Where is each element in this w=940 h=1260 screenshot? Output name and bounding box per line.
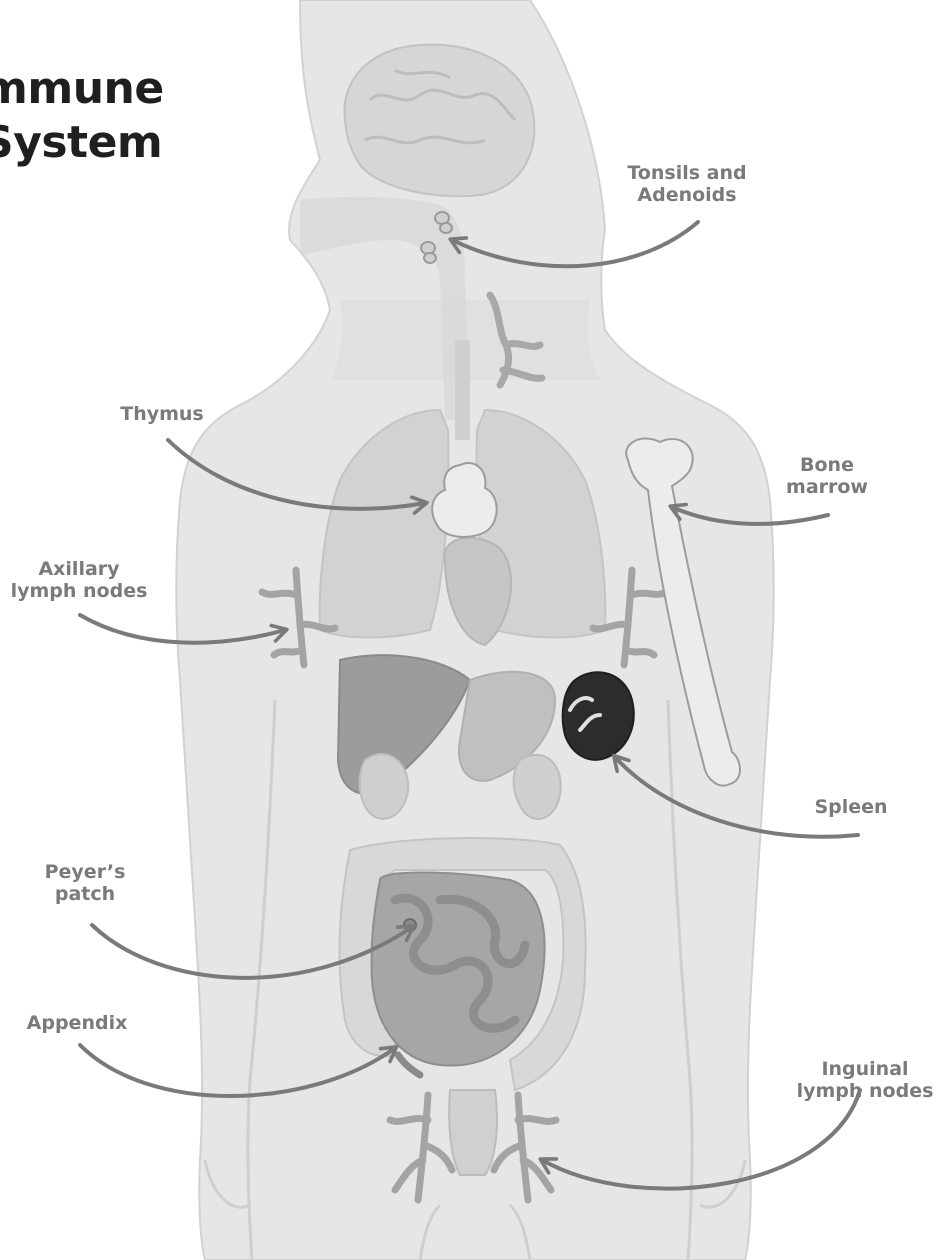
label-bone-marrow-line-1: Bone — [772, 454, 882, 476]
small-intestine — [372, 873, 545, 1066]
label-tonsils-line-2: Adenoids — [612, 184, 762, 206]
label-inguinal-lymph-nodes: Inguinal lymph nodes — [790, 1058, 940, 1102]
label-peyers-patch: Peyer’s patch — [35, 861, 135, 905]
label-axillary-line-1: Axillary — [2, 558, 156, 580]
label-inguinal-line-2: lymph nodes — [790, 1080, 940, 1102]
title-line-2: System — [0, 116, 164, 170]
trachea — [455, 340, 470, 440]
label-thymus-text: Thymus — [102, 403, 222, 425]
label-peyers-line-1: Peyer’s — [35, 861, 135, 883]
left-kidney — [360, 754, 408, 819]
label-peyers-line-2: patch — [35, 883, 135, 905]
label-inguinal-line-1: Inguinal — [790, 1058, 940, 1080]
label-thymus: Thymus — [102, 403, 222, 425]
rectum — [449, 1090, 497, 1175]
label-appendix-text: Appendix — [14, 1012, 140, 1034]
brain — [344, 45, 534, 197]
label-axillary-line-2: lymph nodes — [2, 580, 156, 602]
label-spleen: Spleen — [796, 796, 906, 818]
label-axillary-lymph-nodes: Axillary lymph nodes — [2, 558, 156, 602]
title-line-1: mmune — [0, 62, 164, 116]
label-tonsils-line-1: Tonsils and — [612, 162, 762, 184]
diagram-title: mmune System — [0, 62, 164, 170]
label-spleen-text: Spleen — [796, 796, 906, 818]
label-bone-marrow-line-2: marrow — [772, 476, 882, 498]
label-tonsils-and-adenoids: Tonsils and Adenoids — [612, 162, 762, 206]
label-appendix: Appendix — [14, 1012, 140, 1034]
label-bone-marrow: Bone marrow — [772, 454, 882, 498]
